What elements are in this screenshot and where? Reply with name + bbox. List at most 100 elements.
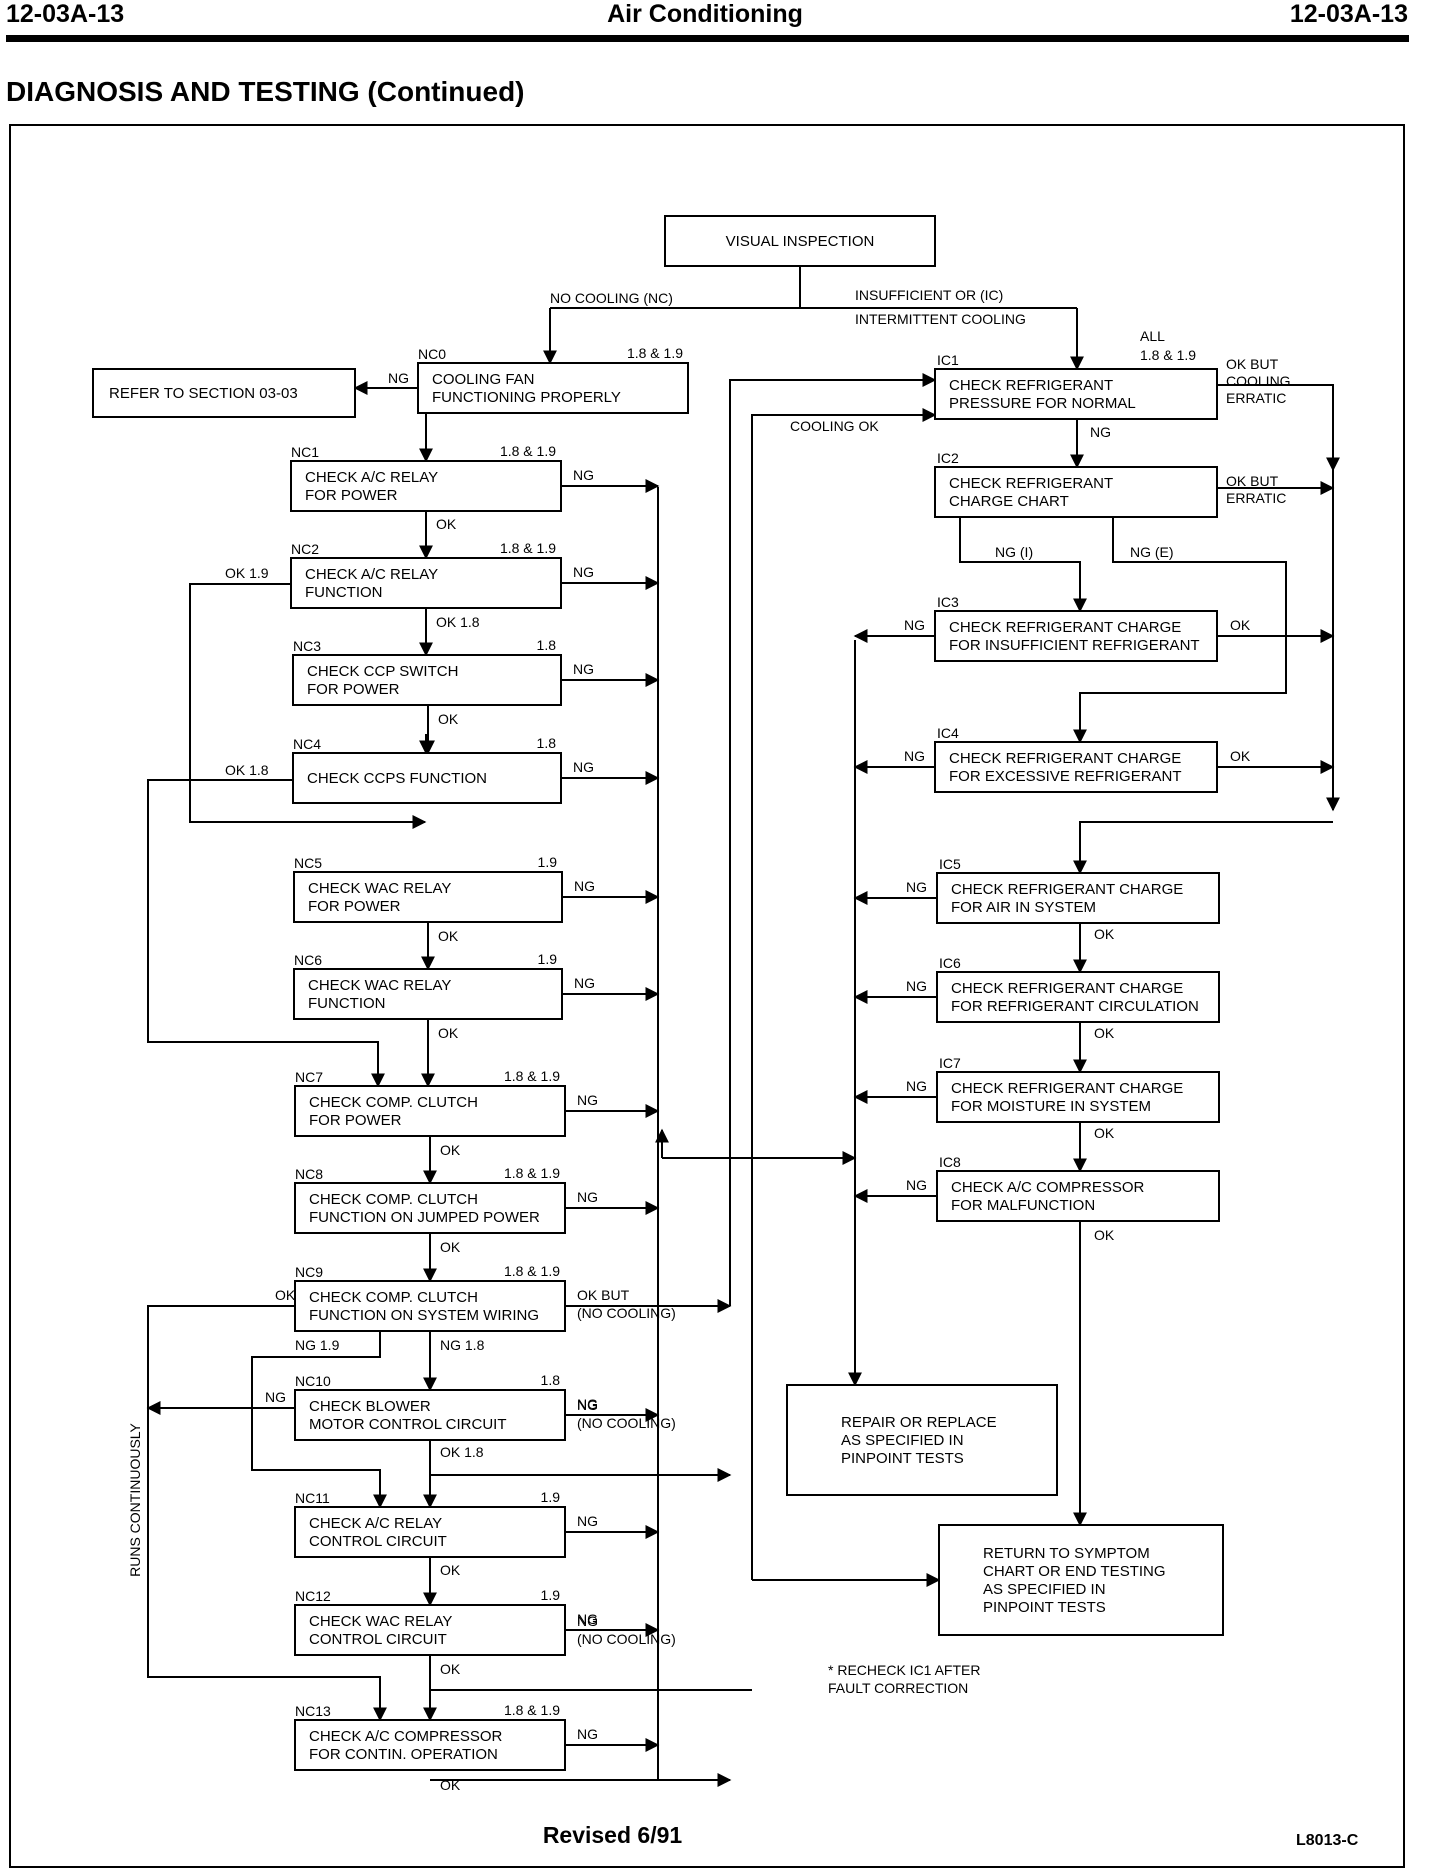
label-erratic: ERRATIC (1226, 490, 1286, 506)
label-no-cooling-paren: (NO COOLING) (577, 1415, 676, 1431)
step-id-ic3: IC3 (937, 594, 959, 610)
step-nc11-text: CHECK A/C RELAY (309, 1515, 442, 1532)
step-id-ic1: IC1 (937, 352, 959, 368)
step-nc13-text: FOR CONTIN. OPERATION (309, 1746, 498, 1763)
label-ng: NG (265, 1389, 286, 1405)
step-id-nc1: NC1 (291, 444, 319, 460)
label-ok: OK (440, 1777, 461, 1793)
label-ng: NG (906, 978, 927, 994)
step-years-nc0: 1.8 & 1.9 (627, 345, 683, 361)
repair-or-replace-box-text: REPAIR OR REPLACE (841, 1414, 997, 1431)
step-nc10-text: MOTOR CONTROL CIRCUIT (309, 1416, 507, 1433)
visual-inspection-box-text: VISUAL INSPECTION (726, 233, 875, 250)
step-ic4-text: CHECK REFRIGERANT CHARGE (949, 750, 1181, 767)
connector-lines (146, 266, 1340, 1787)
step-nc3-text: FOR POWER (307, 681, 400, 698)
step-id-nc0: NC0 (418, 346, 446, 362)
label-ng: NG (388, 370, 409, 386)
step-nc2-outline (290, 557, 562, 609)
step-ic7-outline (936, 1071, 1220, 1123)
step-id-ic7: IC7 (939, 1055, 961, 1071)
step-nc8-text: CHECK COMP. CLUTCH (309, 1191, 478, 1208)
step-nc10-text: CHECK BLOWER (309, 1398, 431, 1415)
diagram-frame (9, 124, 1405, 1868)
ic-merge-to-ic5 (1073, 821, 1333, 875)
label-ng: NG (577, 1611, 598, 1627)
section-title: DIAGNOSIS AND TESTING (Continued) (6, 76, 525, 107)
label-ok: OK (440, 1142, 461, 1158)
step-id-nc9: NC9 (295, 1264, 323, 1280)
label-ng: NG (573, 467, 594, 483)
step-nc1-text: CHECK A/C RELAY (305, 469, 438, 486)
label-ng-1-9: NG 1.9 (295, 1337, 340, 1353)
step-years-nc6: 1.9 (538, 951, 558, 967)
repair-or-replace-box-text: PINPOINT TESTS (841, 1450, 964, 1467)
step-nc5-text: CHECK WAC RELAY (308, 880, 451, 897)
step-ic5-text: FOR AIR IN SYSTEM (951, 899, 1096, 916)
step-id-nc5: NC5 (294, 855, 322, 871)
step-nc3-outline (292, 654, 562, 706)
step-nc4-outline (292, 752, 562, 804)
step-nc6-text: FUNCTION (308, 995, 386, 1012)
label-ok: OK (438, 711, 459, 727)
step-nc7-outline (294, 1085, 566, 1137)
step-id-ic5: IC5 (939, 856, 961, 872)
label-ng: NG (577, 1513, 598, 1529)
step-ic7-text: FOR MOISTURE IN SYSTEM (951, 1098, 1151, 1115)
step-ic3-text: FOR INSUFFICIENT REFRIGERANT (949, 637, 1200, 654)
step-id-nc10: NC10 (295, 1373, 331, 1389)
ic1-okbut (1217, 384, 1340, 472)
step-nc7-text: CHECK COMP. CLUTCH (309, 1094, 478, 1111)
label-cooling: COOLING (1226, 373, 1291, 389)
step-nc0-outline (417, 362, 689, 414)
label-no-cooling-paren: (NO COOLING) (577, 1305, 676, 1321)
step-ic1-outline (934, 368, 1218, 420)
step-nc8-text: FUNCTION ON JUMPED POWER (309, 1209, 540, 1226)
step-id-ic8: IC8 (939, 1154, 961, 1170)
figure-code: L8013-C (1296, 1832, 1359, 1849)
refer-to-section-box: REFER TO SECTION 03-03 (92, 368, 356, 418)
step-nc12-outline (294, 1604, 566, 1656)
step-nc12-text: CONTROL CIRCUIT (309, 1631, 447, 1648)
step-nc1-text: FOR POWER (305, 487, 398, 504)
step-years-nc9: 1.8 & 1.9 (504, 1263, 560, 1279)
return-to-ic1 (729, 373, 937, 1306)
revision-note: Revised 6/91 (542, 1822, 683, 1848)
step-ic2-outline (934, 466, 1218, 518)
step-id-nc8: NC8 (295, 1166, 323, 1182)
step-nc0-text: COOLING FAN (432, 371, 535, 388)
step-nc7-text: FOR POWER (309, 1112, 402, 1129)
step-ic6-text: CHECK REFRIGERANT CHARGE (951, 980, 1183, 997)
step-id-nc11: NC11 (295, 1490, 330, 1506)
step-id-nc6: NC6 (294, 952, 322, 968)
step-nc5-outline (293, 871, 563, 923)
step-id-ic2: IC2 (937, 450, 959, 466)
label-cooling-ok: COOLING OK (790, 418, 879, 434)
label-ng: NG (574, 975, 595, 991)
label-ok: OK 1.8 (440, 1444, 484, 1460)
step-id-ic6: IC6 (939, 955, 961, 971)
return-to-symptom-box-text: AS SPECIFIED IN (983, 1581, 1106, 1598)
cooling-ok-line (751, 408, 937, 1580)
nc4-ok18-bypass (147, 779, 385, 1088)
label-ok: OK (438, 1025, 459, 1041)
step-id-nc7: NC7 (295, 1069, 323, 1085)
label-erratic: ERRATIC (1226, 390, 1286, 406)
ic2-ng-e (1073, 517, 1287, 744)
label-ng: NG (1090, 424, 1111, 440)
step-nc9-text: CHECK COMP. CLUTCH (309, 1289, 478, 1306)
step-id-nc13: NC13 (295, 1703, 331, 1719)
nc2-ok19-bypass (189, 583, 427, 829)
step-nc4: CHECK CCPS FUNCTION (292, 752, 562, 804)
step-ic8-outline (936, 1170, 1220, 1222)
